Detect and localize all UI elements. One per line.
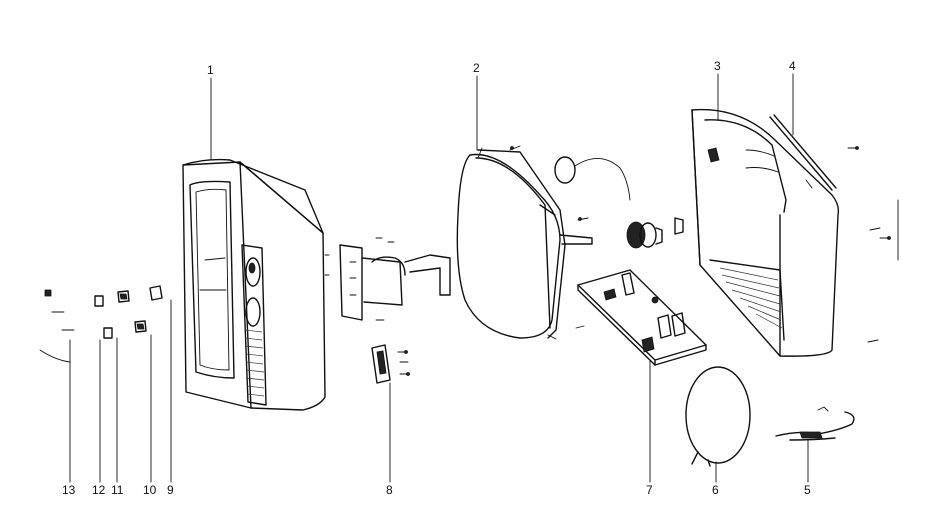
callout-labels: 1 2 3 4 5 6 7 8 9 10 11 12 13 [62,59,811,497]
part-7-circuit-board [577,269,707,366]
callout-2: 2 [473,61,480,75]
callout-11: 11 [111,483,124,497]
part-1-front-cabinet [182,158,330,411]
part-4-rod-antenna [769,114,837,191]
yoke-assembly [554,156,684,249]
callout-13: 13 [62,483,76,497]
callout-1: 1 [207,63,214,77]
callout-6: 6 [712,483,719,497]
callout-5: 5 [804,483,811,497]
callout-4: 4 [789,59,796,73]
part-6-loop-antenna [685,366,751,467]
part-8-tuner-bracket [339,237,451,384]
callout-12: 12 [92,483,106,497]
callout-3: 3 [714,59,721,73]
callout-8: 8 [386,483,393,497]
part-2-picture-tube [456,145,593,340]
callout-9: 9 [167,483,174,497]
parts-9-13-small-parts [39,285,163,363]
leader-lines [69,73,809,483]
callout-10: 10 [143,483,157,497]
callout-7: 7 [646,483,653,497]
part-5-power-cord [775,406,855,441]
part-3-back-cover [691,108,899,357]
